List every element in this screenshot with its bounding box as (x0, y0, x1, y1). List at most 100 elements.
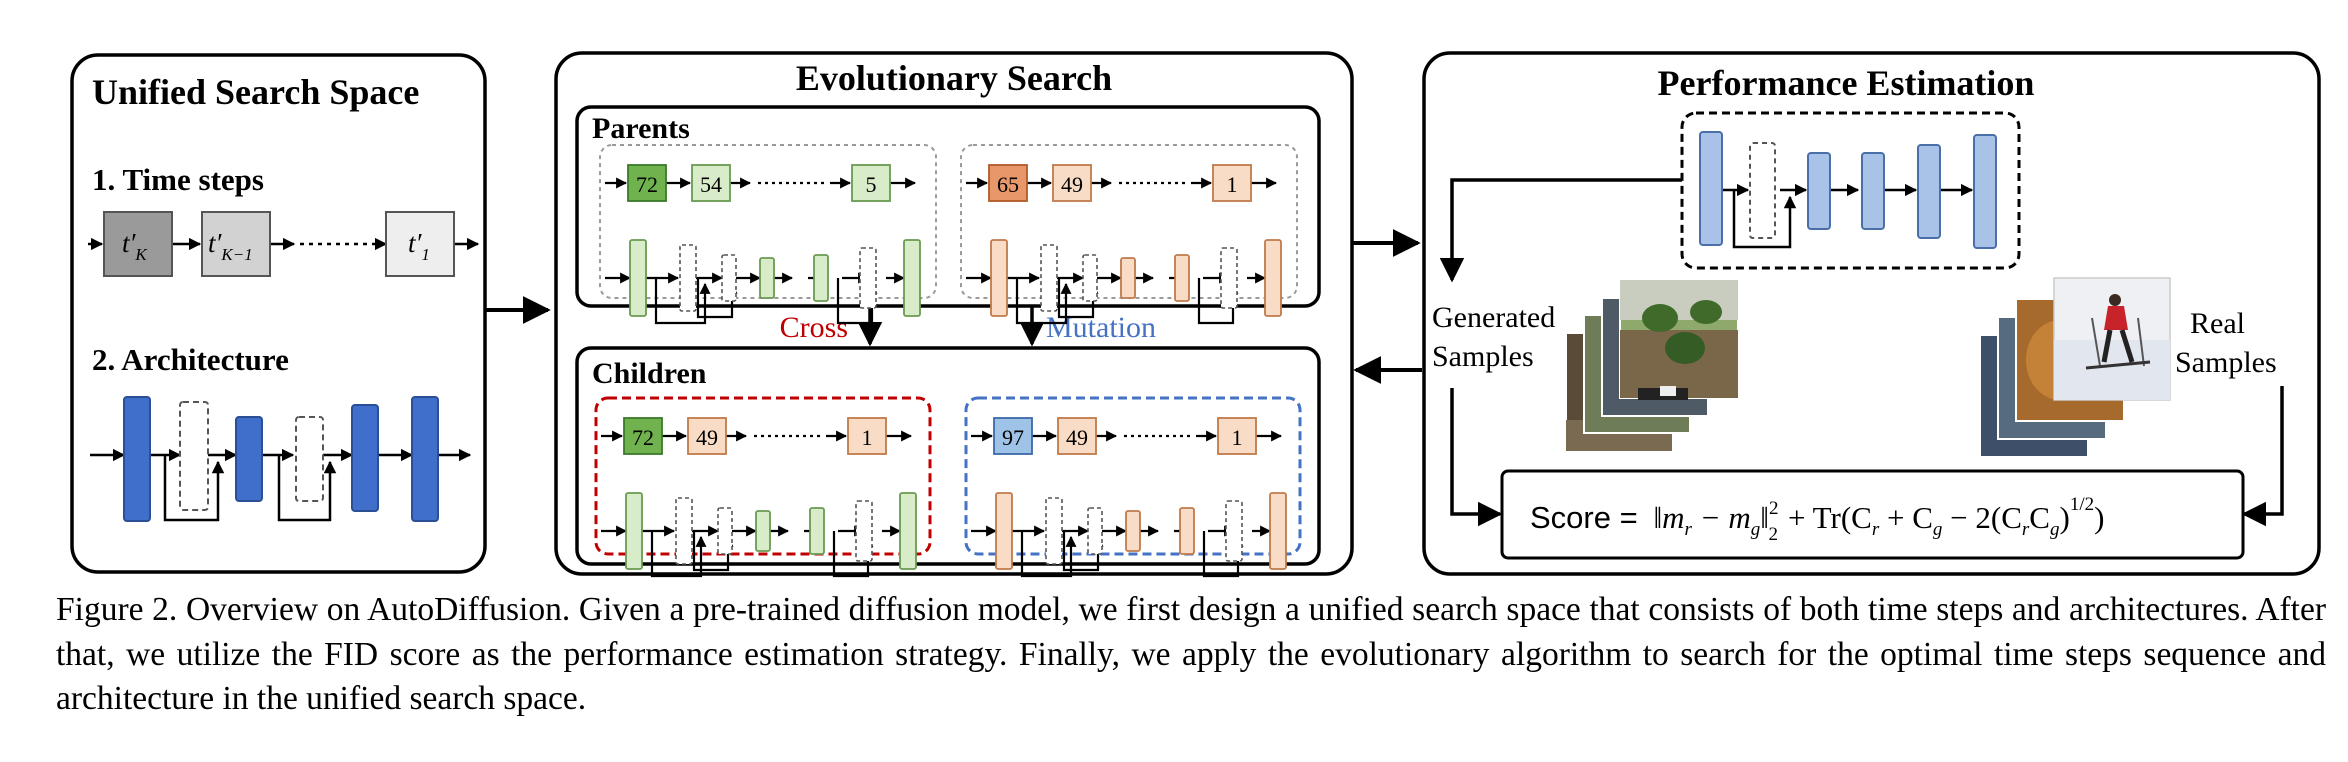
time-step-value: 5 (866, 172, 877, 197)
model-block (1699, 131, 1723, 246)
time-step-value: 54 (700, 172, 722, 197)
arrow-model-to-generated (1439, 178, 1682, 283)
arch-skipped-block (1082, 254, 1098, 302)
time-label-k-1: t′K−1 (208, 228, 253, 264)
time-step-value: 49 (696, 425, 718, 450)
model-diagram (1722, 183, 1974, 249)
generated-label-line2: Samples (1432, 340, 1534, 373)
unified-title: Unified Search Space (92, 72, 419, 112)
real-label-line1: Real (2190, 307, 2245, 340)
evolution-title: Evolutionary Search (796, 58, 1112, 98)
generated-samples-images (1565, 279, 1739, 452)
time-steps-heading: 1. Time steps (92, 162, 264, 197)
arch-block (235, 416, 263, 502)
performance-estimation-panel: Performance Estimation Generated Samples… (1422, 51, 2321, 576)
encoding-frame (594, 396, 932, 556)
arch-skipped-block (679, 244, 697, 312)
architecture-diagram (90, 396, 472, 522)
time-step-box (851, 164, 891, 202)
arch-row (601, 525, 902, 578)
arch-block (903, 239, 921, 317)
model-block (1861, 152, 1885, 230)
arch-block (755, 510, 771, 552)
arch-block (1120, 257, 1136, 299)
time-step-box (691, 164, 731, 202)
generated-label-line1: Generated (1432, 301, 1555, 334)
figure-caption: Figure 2. Overview on AutoDiffusion. Giv… (56, 591, 2326, 717)
time-step-box (1057, 417, 1097, 455)
overview-figure: Unified Search Space 1. Time steps t′K t… (70, 51, 2321, 578)
model-block (1917, 144, 1941, 239)
child-a-encoding: 72 49 1 (594, 396, 932, 578)
arch-skipped-block (1045, 497, 1063, 565)
evolutionary-search-panel: Evolutionary Search Parents Children Cro… (554, 51, 1354, 578)
time-step-box (687, 417, 727, 455)
time-step-value: 1 (1227, 172, 1238, 197)
arch-block (1174, 254, 1190, 302)
parents-box (575, 105, 1321, 308)
arch-block (899, 492, 917, 570)
model-skipped-block (1749, 142, 1776, 239)
time-step-box (1217, 417, 1257, 455)
time-step-value: 49 (1061, 172, 1083, 197)
arch-block (411, 396, 439, 522)
time-step-value: 72 (636, 172, 658, 197)
arch-skipped-block (859, 247, 877, 309)
time-step-box (988, 164, 1028, 202)
performance-title: Performance Estimation (1658, 63, 2035, 103)
arch-skipped-block (721, 254, 737, 302)
unified-search-panel: Unified Search Space 1. Time steps t′K t… (70, 53, 487, 574)
time-step-box (847, 417, 887, 455)
child-b-encoding: 97 49 1 (964, 396, 1302, 578)
time-step-box-k (103, 211, 173, 277)
time-step-box (627, 164, 667, 202)
time-step-value: 49 (1066, 425, 1088, 450)
real-label-line2: Samples (2175, 346, 2277, 379)
arch-block (1125, 510, 1141, 552)
arch-block (813, 254, 829, 302)
arch-skipped-block (1225, 500, 1243, 562)
arch-block (625, 492, 643, 570)
model-block (1973, 134, 1997, 249)
time-step-value: 97 (1002, 425, 1024, 450)
children-label: Children (592, 357, 707, 390)
arch-block (995, 492, 1013, 570)
encoding-frame (964, 396, 1302, 556)
arch-block (990, 239, 1008, 317)
arch-block (809, 507, 825, 555)
time-step-box (623, 417, 663, 455)
arch-skipped-block (1087, 507, 1103, 555)
arch-block (1269, 492, 1287, 570)
real-samples-images (1979, 277, 2171, 458)
time-step-box (1212, 164, 1252, 202)
time-step-value: 72 (632, 425, 654, 450)
architecture-heading: 2. Architecture (92, 342, 289, 377)
score-box (1500, 469, 2245, 560)
cross-label: Cross (780, 311, 848, 344)
arch-skipped-block (717, 507, 733, 555)
arch-skipped-block (855, 500, 873, 562)
time-step-value: 1 (862, 425, 873, 450)
arch-block (351, 404, 379, 512)
model-block (1807, 152, 1831, 230)
arch-block (123, 396, 151, 522)
arch-skipped-block (675, 497, 693, 565)
time-step-value: 1 (1232, 425, 1243, 450)
time-label-k: t′K (122, 228, 148, 264)
parent-b-encoding: 65 49 1 (960, 144, 1298, 325)
time-step-box-k-1 (201, 211, 271, 277)
time-label-1: t′1 (408, 228, 430, 264)
arch-block (1264, 239, 1282, 317)
arrow-generated-to-score (1450, 388, 1503, 527)
parents-label: Parents (592, 112, 690, 145)
time-step-value: 65 (997, 172, 1019, 197)
parent-a-encoding: 72 54 5 (599, 144, 937, 325)
time-step-box (993, 417, 1033, 455)
arrow-real-to-score (2241, 386, 2284, 527)
arch-block (1179, 507, 1195, 555)
time-step-box (1052, 164, 1092, 202)
arch-skipped-block (179, 401, 209, 511)
arch-skipped-block (1220, 247, 1238, 309)
arch-block (629, 239, 647, 317)
